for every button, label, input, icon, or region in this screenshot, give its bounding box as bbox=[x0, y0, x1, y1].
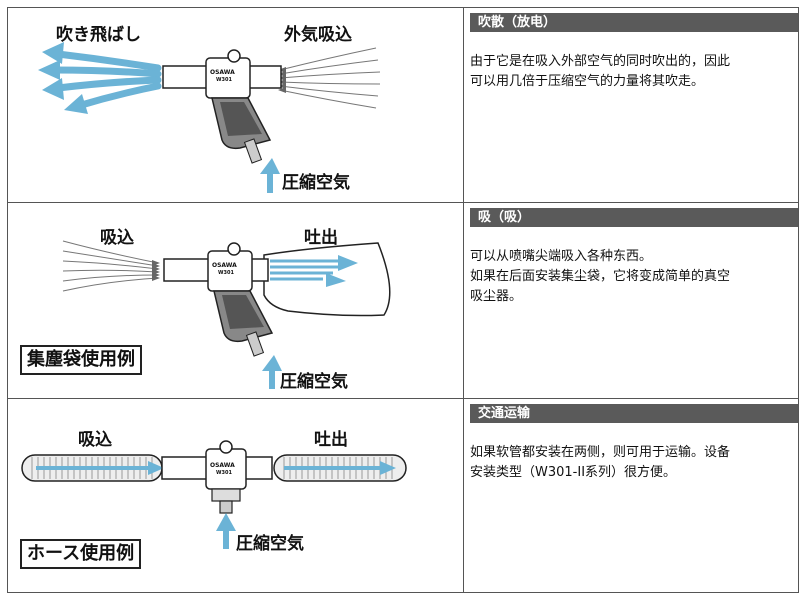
feature-table: OSAWA W301 吹き飛ばし 外気吸込 圧縮空気 吹散（放电） 由于它是在吸… bbox=[7, 7, 799, 593]
description-line: 由于它是在吸入外部空气的同时吹出的，因此 bbox=[470, 54, 731, 69]
body-model-label: W301 bbox=[216, 470, 232, 476]
air-gun bbox=[162, 49, 282, 164]
air-arrowhead bbox=[262, 355, 282, 371]
intake-label: 吸込 bbox=[100, 228, 134, 248]
transport-body bbox=[205, 448, 247, 490]
air-label: 圧縮空気 bbox=[236, 533, 304, 554]
text-cell-suction: 吸（吸） 可以从喷嘴尖端吸入各种东西。 如果在后面安装集尘袋，它将变成简单的真空… bbox=[470, 203, 798, 398]
out-arrowhead-2 bbox=[326, 273, 346, 287]
text-cell-transport: 交通运输 如果软管都安装在两侧，则可用于运输。设备 安装类型（W301-II系列… bbox=[470, 399, 798, 592]
row-suction: OSAWA W301 吸込 吐出 圧縮空気 集塵袋使用例 吸（吸） 可以从喷嘴尖… bbox=[7, 202, 799, 398]
blow-label: 吹き飛ばし bbox=[56, 24, 141, 45]
row-blow: OSAWA W301 吹き飛ばし 外気吸込 圧縮空気 吹散（放电） 由于它是在吸… bbox=[7, 7, 799, 202]
gun-brand-label: OSAWA bbox=[212, 262, 237, 269]
illustration-suction: OSAWA W301 吸込 吐出 圧縮空気 集塵袋使用例 bbox=[8, 203, 464, 398]
section-header: 吹散（放电） bbox=[470, 13, 798, 32]
example-label: ホース使用例 bbox=[20, 539, 142, 569]
right-flow-arrowhead bbox=[380, 461, 396, 475]
air-label: 圧縮空気 bbox=[280, 371, 348, 392]
description: 可以从喷嘴尖端吸入各种东西。 如果在后面安装集尘袋，它将变成简单的真空 吸尘器。 bbox=[470, 247, 790, 307]
intake-flow-lines bbox=[62, 240, 159, 292]
illustration-transport: OSAWA W301 吸込 吐出 bbox=[8, 399, 464, 592]
intake-arrowheads bbox=[152, 260, 160, 281]
description: 如果软管都安装在两侧，则可用于运输。设备 安装类型（W301-II系列）很方便。 bbox=[470, 443, 790, 483]
gun-brand-label: OSAWA bbox=[210, 69, 235, 76]
example-label: 集塵袋使用例 bbox=[20, 345, 142, 375]
gun-model-label: W301 bbox=[218, 270, 234, 276]
body-brand-label: OSAWA bbox=[210, 462, 235, 469]
intake-arrowheads bbox=[278, 67, 286, 93]
description-line: 如果软管都安装在两侧，则可用于运输。设备 bbox=[470, 445, 731, 460]
section-header: 交通运输 bbox=[470, 404, 798, 423]
suction-diagram: OSAWA W301 吸込 吐出 圧縮空気 bbox=[62, 227, 391, 392]
intake-flow-lines bbox=[279, 47, 381, 109]
out-arrowhead bbox=[338, 255, 358, 271]
section-header: 吸（吸） bbox=[470, 208, 798, 227]
out-label: 吐出 bbox=[304, 227, 338, 248]
blow-arrows bbox=[50, 50, 162, 110]
row-transport: OSAWA W301 吸込 吐出 bbox=[7, 398, 799, 593]
out-label: 吐出 bbox=[314, 429, 348, 450]
transport-diagram: OSAWA W301 吸込 吐出 bbox=[21, 429, 407, 554]
left-flow-arrowhead bbox=[148, 461, 164, 475]
blow-diagram: OSAWA W301 吹き飛ばし 外気吸込 圧縮空気 bbox=[38, 24, 381, 193]
blow-arrowheads bbox=[38, 42, 88, 114]
air-arrowhead bbox=[216, 513, 236, 531]
air-gun bbox=[163, 242, 274, 357]
gun-model-label: W301 bbox=[216, 77, 232, 83]
illustration-blow: OSAWA W301 吹き飛ばし 外気吸込 圧縮空気 bbox=[8, 8, 464, 202]
intake-label: 吸込 bbox=[78, 430, 112, 450]
description-line: 安装类型（W301-II系列）很方便。 bbox=[470, 465, 677, 480]
air-label: 圧縮空気 bbox=[282, 172, 350, 193]
air-arrowhead bbox=[260, 158, 280, 174]
text-cell-blow: 吹散（放电） 由于它是在吸入外部空气的同时吹出的，因此 可以用几倍于压缩空气的力… bbox=[470, 8, 798, 202]
description-line: 可以用几倍于压缩空气的力量将其吹走。 bbox=[470, 74, 705, 89]
description-line: 吸尘器。 bbox=[470, 289, 523, 304]
description-line: 可以从喷嘴尖端吸入各种东西。 bbox=[470, 249, 653, 264]
intake-label: 外気吸込 bbox=[284, 24, 352, 45]
out-arrows bbox=[270, 259, 338, 281]
description-line: 如果在后面安装集尘袋，它将变成简单的真空 bbox=[470, 269, 731, 284]
description: 由于它是在吸入外部空气的同时吹出的，因此 可以用几倍于压缩空气的力量将其吹走。 bbox=[470, 52, 790, 92]
